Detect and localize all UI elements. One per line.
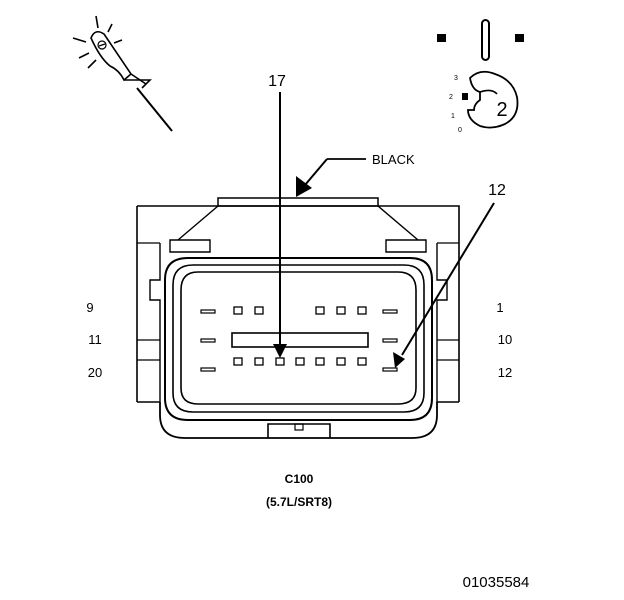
- callout-17-label: 17: [268, 73, 286, 90]
- center-key-bar: [231, 332, 369, 348]
- key-marker-left: [437, 34, 446, 42]
- key-position-label: 3: [454, 75, 458, 82]
- key-marker-right: [515, 34, 524, 42]
- key-position-label: 1: [451, 113, 455, 120]
- pin-cavity: [357, 306, 367, 315]
- pin-cavity: [275, 357, 285, 366]
- pin-cavity: [315, 306, 325, 315]
- connector-color-label: BLACK: [372, 152, 415, 167]
- pin-cavity: [295, 357, 305, 366]
- pin-cavity: [254, 357, 264, 366]
- pin-row-label: 20: [88, 365, 102, 380]
- key-slot: [481, 19, 490, 61]
- callout-pin-12: 12: [393, 182, 506, 368]
- pin-cavity: [336, 357, 346, 366]
- pin-row-label: 12: [498, 365, 512, 380]
- key-position-icon: 2 3 2 1 0: [437, 19, 524, 134]
- key-number: 2: [496, 99, 507, 121]
- callout-color: BLACK: [296, 152, 415, 197]
- pin-row-label: 9: [86, 300, 93, 315]
- callout-12-label: 12: [488, 182, 506, 199]
- connector-variant: (5.7L/SRT8): [266, 495, 332, 509]
- key-position-label: 0: [458, 127, 462, 134]
- pin-row-label: 1: [496, 300, 503, 315]
- key-position-marker: [462, 93, 468, 100]
- pin-cavity: [233, 306, 243, 315]
- pin-row-label: 11: [88, 332, 102, 347]
- pin-cavity: [336, 306, 346, 315]
- connector-name: C100: [285, 472, 314, 486]
- pin-cavity: [233, 357, 243, 366]
- pin-cavity: [357, 357, 367, 366]
- pin-row-label: 10: [498, 332, 512, 347]
- pin-cavity: [254, 306, 264, 315]
- pin-cavities: [233, 306, 367, 366]
- key-position-label: 2: [449, 94, 453, 101]
- figure-id: 01035584: [463, 574, 530, 591]
- terminal-probe-icon: [72, 15, 173, 132]
- row-labels-left: 9 11 20: [86, 300, 102, 380]
- row-labels-right: 1 10 12: [496, 300, 512, 380]
- callout-pin-17: 17: [268, 73, 287, 358]
- pin-cavity: [315, 357, 325, 366]
- connector-body: [136, 197, 460, 439]
